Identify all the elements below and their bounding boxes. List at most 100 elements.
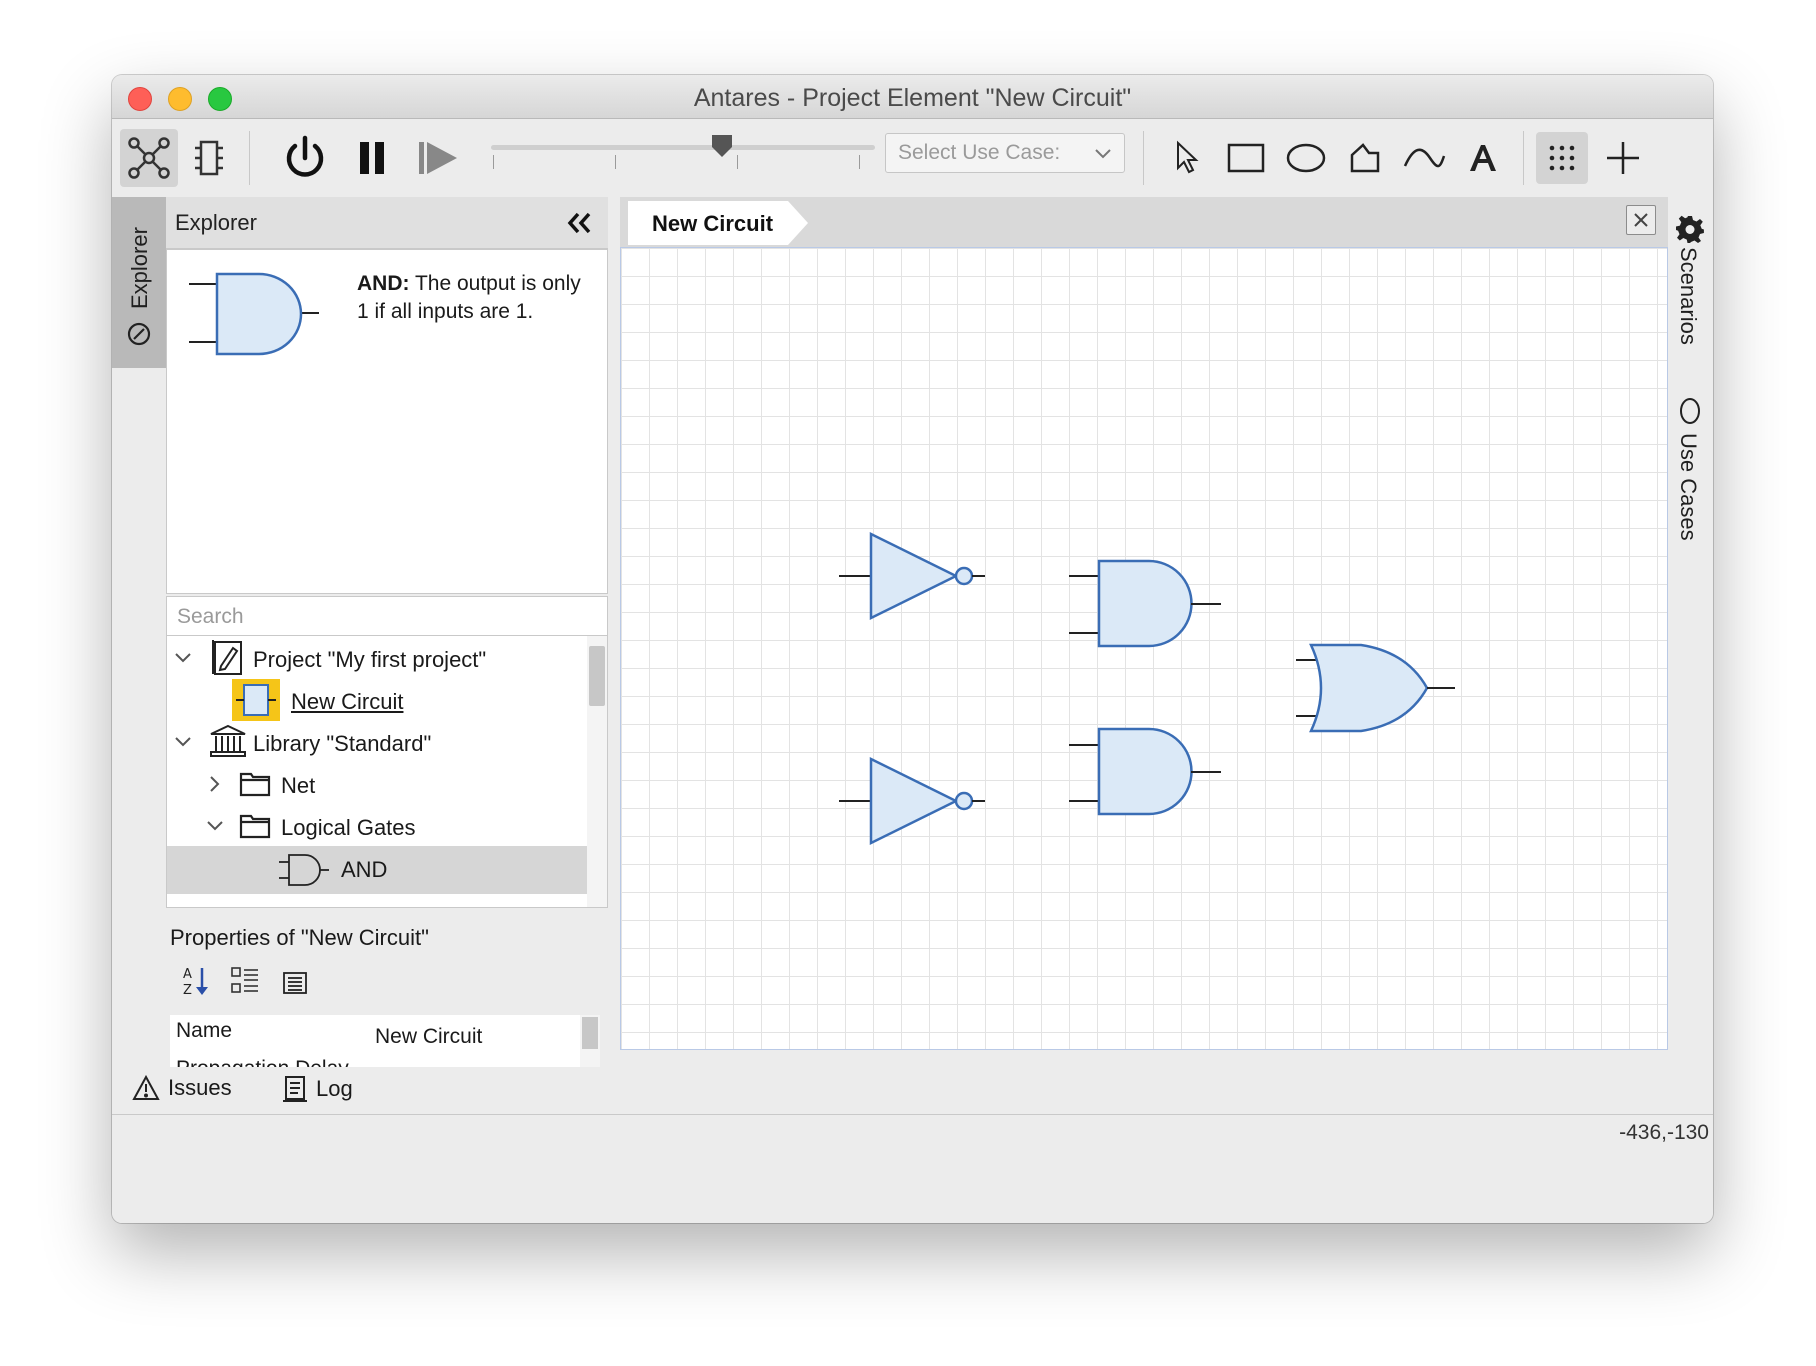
explorer-title: Explorer — [175, 210, 257, 235]
properties-title: Properties of "New Circuit" — [170, 925, 429, 950]
oval-icon — [1680, 398, 1700, 424]
network-view-button[interactable] — [120, 129, 178, 187]
categorize-button[interactable] — [230, 965, 260, 1002]
use-case-select[interactable]: Select Use Case: — [885, 133, 1125, 173]
close-tab-button[interactable] — [1626, 205, 1656, 235]
and-gate-preview-icon — [189, 272, 319, 356]
svg-text:Z: Z — [183, 983, 192, 997]
window-close-button[interactable] — [128, 87, 152, 111]
tree-item-label: Project "My first project" — [253, 647, 487, 672]
table-list-icon — [283, 972, 307, 994]
use-cases-side-tab-label: Use Cases — [1676, 433, 1701, 541]
power-button[interactable] — [276, 129, 334, 187]
explorer-side-tab-label: Explorer — [127, 227, 152, 309]
description-toggle-button[interactable] — [281, 969, 309, 1002]
title-bar: Antares - Project Element "New Circuit" — [112, 75, 1713, 119]
pause-button[interactable] — [343, 129, 401, 187]
property-value-name[interactable]: New Circuit — [375, 1025, 483, 1048]
chevron-right-icon — [210, 776, 220, 792]
tree-item-and[interactable]: AND — [167, 846, 589, 894]
property-key: Name — [176, 1019, 233, 1042]
and-gate-icon — [279, 854, 329, 886]
scenarios-side-tab[interactable]: Scenarios — [1668, 197, 1713, 377]
chevron-down-icon — [175, 737, 191, 747]
tree-item-new-circuit[interactable]: New Circuit — [167, 678, 589, 726]
component-view-button[interactable] — [180, 129, 238, 187]
step-button[interactable] — [410, 129, 468, 187]
explorer-panel: Explorer AND: The output is only 1 if al… — [166, 197, 608, 1121]
category-list-icon — [231, 967, 259, 993]
tree-item-project[interactable]: Project "My first project" — [167, 636, 589, 684]
status-bar: -436,-130 — [112, 1114, 1713, 1223]
issues-tab[interactable]: Issues — [132, 1075, 232, 1101]
issues-tab-label: Issues — [168, 1075, 232, 1100]
circuit-drawing — [839, 531, 1455, 846]
crosshair-toggle-button[interactable] — [1594, 129, 1652, 187]
power-icon — [286, 135, 324, 177]
not-gate-bottom[interactable] — [839, 756, 985, 846]
rectangle-icon — [1227, 143, 1265, 173]
speed-slider-thumb[interactable] — [710, 133, 734, 164]
tree-item-label: Net — [281, 773, 316, 798]
not-gate-top[interactable] — [839, 531, 985, 621]
and-gate-bottom[interactable] — [1069, 727, 1221, 816]
speed-slider[interactable] — [491, 145, 875, 150]
network-icon — [128, 137, 170, 179]
polygon-tool-button[interactable] — [1336, 129, 1394, 187]
tree-item-library[interactable]: Library "Standard" — [167, 720, 589, 768]
element-description: AND: The output is only 1 if all inputs … — [357, 270, 587, 326]
slider-thumb-icon — [712, 135, 732, 157]
explorer-side-tab[interactable]: Explorer — [112, 197, 166, 368]
warning-icon — [132, 1075, 160, 1100]
tree-scrollbar[interactable] — [587, 636, 607, 907]
app-window: Antares - Project Element "New Circuit" — [112, 75, 1713, 1223]
step-play-icon — [419, 142, 457, 174]
window-title: Antares - Project Element "New Circuit" — [693, 84, 1132, 112]
log-tab[interactable]: Log — [282, 1075, 353, 1103]
explorer-tree: Project "My first project" New Circuit L… — [166, 636, 608, 908]
ellipse-tool-button[interactable] — [1277, 129, 1335, 187]
element-description-text: The output is only 1 if all inputs are 1… — [357, 272, 581, 323]
grid-toggle-button[interactable] — [1536, 132, 1588, 184]
left-side-strip: Explorer — [112, 197, 166, 1067]
tree-item-label: Library "Standard" — [253, 731, 432, 756]
cursor-coordinates: -436,-130 — [1619, 1121, 1709, 1144]
tree-item-logical-gates[interactable]: Logical Gates — [167, 804, 589, 852]
circuit-icon — [236, 684, 276, 716]
log-tab-label: Log — [316, 1076, 353, 1101]
use-case-placeholder: Select Use Case: — [898, 141, 1061, 164]
collapse-explorer-button[interactable] — [566, 211, 592, 240]
pause-icon — [360, 142, 384, 174]
wire-tool-button[interactable] — [1395, 129, 1453, 187]
chevron-down-icon — [1095, 149, 1111, 159]
window-minimize-button[interactable] — [168, 87, 192, 111]
svg-text:A: A — [183, 967, 192, 982]
close-icon — [1634, 213, 1648, 227]
project-notebook-icon — [212, 640, 242, 675]
or-gate[interactable] — [1296, 643, 1455, 733]
folder-icon — [239, 772, 271, 797]
explorer-search-input[interactable]: Search — [166, 596, 608, 636]
ellipse-icon — [1286, 143, 1326, 173]
compass-icon — [127, 322, 151, 346]
window-maximize-button[interactable] — [208, 87, 232, 111]
double-chevron-left-icon — [567, 212, 591, 234]
use-cases-side-tab[interactable]: Use Cases — [1668, 397, 1713, 557]
canvas-area[interactable] — [620, 247, 1668, 1067]
element-name: AND: — [357, 272, 410, 295]
circuit-canvas[interactable] — [620, 247, 1668, 1050]
text-icon — [1470, 145, 1496, 171]
and-gate-top[interactable] — [1069, 559, 1221, 648]
rectangle-tool-button[interactable] — [1217, 129, 1275, 187]
select-tool-button[interactable] — [1158, 129, 1216, 187]
tree-item-net[interactable]: Net — [167, 762, 589, 810]
element-preview: AND: The output is only 1 if all inputs … — [166, 249, 608, 594]
text-tool-button[interactable] — [1454, 129, 1512, 187]
chevron-down-icon — [207, 821, 223, 831]
scenarios-side-tab-label: Scenarios — [1676, 247, 1701, 345]
tab-new-circuit[interactable]: New Circuit — [628, 201, 808, 245]
bottom-tab-bar: Issues Log — [112, 1067, 1713, 1114]
polygon-icon — [1350, 143, 1380, 173]
